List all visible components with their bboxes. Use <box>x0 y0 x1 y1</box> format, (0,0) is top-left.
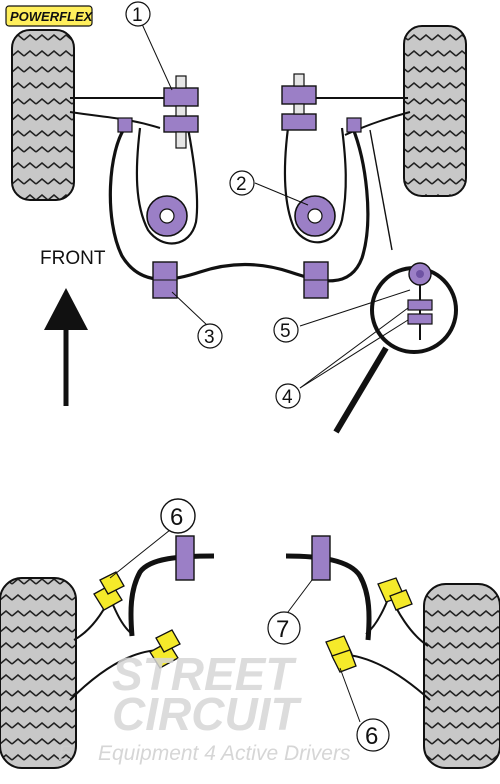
svg-text:3: 3 <box>204 327 215 348</box>
front-right-wheel <box>403 25 467 197</box>
svg-text:1: 1 <box>132 5 143 26</box>
rear-left-lower-yellow-bush <box>149 629 181 669</box>
right-arb-mount-bush <box>303 261 329 299</box>
watermark: STREET CIRCUIT E Equipment 4 Active Driv… <box>58 648 351 765</box>
watermark-line-1: STREET <box>112 648 297 700</box>
left-wishbone-rear-bush <box>146 195 188 237</box>
rear-right-lower-yellow-bush <box>325 635 357 673</box>
callout-3: 3 <box>197 323 223 349</box>
right-wishbone-rear-bush <box>294 195 336 237</box>
magnifier-detail <box>333 129 458 434</box>
svg-text:6: 6 <box>170 504 183 531</box>
rear-right-arb-mount-bush <box>311 535 331 581</box>
svg-text:4: 4 <box>282 387 293 408</box>
brand-logo: POWERFLEX <box>5 5 94 27</box>
callout-line-4a <box>299 307 409 389</box>
callout-4: 4 <box>275 383 301 409</box>
callout-2: 2 <box>229 170 255 196</box>
front-arrow-icon <box>44 288 88 406</box>
watermark-prefix: E <box>58 742 73 765</box>
right-lower-arm-top <box>344 111 411 136</box>
callout-line-1 <box>141 23 173 91</box>
svg-text:6: 6 <box>365 723 378 750</box>
front-left-wheel <box>11 29 75 201</box>
left-arb-mount-bush <box>152 261 178 299</box>
rear-left-arb <box>128 553 215 637</box>
front-label: FRONT <box>40 248 106 269</box>
svg-text:2: 2 <box>236 174 247 195</box>
callout-line-6a <box>109 529 171 579</box>
rear-right-upper-yellow-bush <box>377 577 413 611</box>
callout-line-7 <box>287 579 313 613</box>
right-wishbone <box>283 127 347 244</box>
svg-text:7: 7 <box>276 616 289 643</box>
left-lower-arm-top <box>69 111 161 129</box>
svg-text:5: 5 <box>280 321 291 342</box>
callout-1: 1 <box>125 1 151 27</box>
right-drop-link-bush <box>346 117 362 133</box>
callout-5: 5 <box>273 317 299 343</box>
callout-line-3 <box>171 291 209 327</box>
callout-6b: 6 <box>356 718 390 752</box>
right-top-mount-bush <box>281 73 317 131</box>
rear-axle-diagram: 6 7 6 <box>0 498 500 769</box>
rear-left-wheel <box>0 577 77 769</box>
rear-left-upper-yellow-bush <box>93 571 125 611</box>
watermark-line-3: Equipment 4 Active Drivers <box>98 742 351 765</box>
rear-left-arb-mount-bush <box>175 535 195 581</box>
left-wishbone <box>135 127 199 245</box>
callout-line-6b <box>339 667 361 723</box>
callout-line-5 <box>299 289 411 327</box>
left-top-mount-bush <box>163 75 199 149</box>
callout-7: 7 <box>267 611 301 645</box>
brand-name: POWERFLEX <box>10 9 94 24</box>
left-drop-link-bush <box>117 117 133 133</box>
rear-right-wheel <box>423 583 500 769</box>
callout-6a: 6 <box>160 498 196 534</box>
callout-line-2 <box>254 182 309 206</box>
watermark-line-2: CIRCUIT <box>112 688 302 740</box>
front-axle-diagram: FRONT 1 2 <box>11 1 467 434</box>
front-anti-roll-bar <box>108 125 370 283</box>
callout-line-4b <box>299 319 409 389</box>
